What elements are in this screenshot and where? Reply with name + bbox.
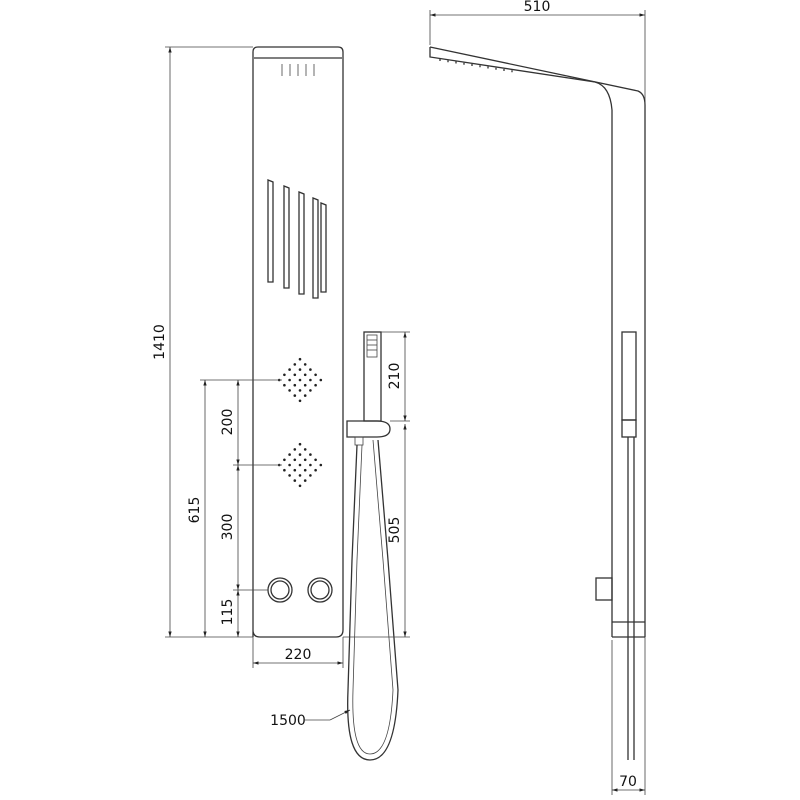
dim-510: 510 bbox=[524, 0, 551, 15]
nozzle-dot bbox=[303, 373, 307, 377]
rain-head-nozzles bbox=[281, 64, 315, 76]
nozzle-dot bbox=[319, 463, 323, 467]
nozzle-dot bbox=[303, 383, 307, 387]
nozzle-dot bbox=[288, 463, 291, 467]
nozzle-dot bbox=[293, 394, 297, 397]
nozzle-dot bbox=[303, 479, 307, 482]
dim-300: 300 bbox=[220, 514, 236, 541]
nozzle-dot bbox=[314, 468, 317, 472]
diverter-knob[interactable] bbox=[307, 577, 333, 603]
dim-505: 505 bbox=[387, 517, 403, 544]
dim-210: 210 bbox=[387, 363, 403, 390]
nozzle-dot bbox=[293, 383, 297, 387]
nozzle-dot bbox=[314, 373, 317, 377]
nozzle-dot bbox=[293, 479, 297, 482]
nozzle-dot bbox=[314, 458, 317, 462]
nozzle-dot bbox=[298, 389, 302, 392]
nozzle-dot bbox=[283, 458, 286, 462]
nozzle-dot bbox=[298, 368, 302, 371]
nozzle-dot bbox=[293, 373, 297, 377]
nozzle-dot bbox=[288, 389, 291, 392]
nozzle-dot bbox=[288, 474, 291, 477]
nozzle-dot bbox=[298, 399, 302, 403]
nozzle-dot bbox=[303, 448, 307, 451]
nozzle-dot bbox=[298, 484, 302, 488]
nozzle-dot bbox=[303, 468, 307, 472]
nozzle-dot bbox=[303, 394, 307, 397]
hand-shower-holder bbox=[346, 420, 391, 438]
nozzle-dot bbox=[293, 458, 297, 462]
nozzle-dot bbox=[283, 383, 286, 387]
nozzle-dot bbox=[298, 474, 302, 477]
dim-220: 220 bbox=[285, 647, 312, 663]
nozzle-dot bbox=[298, 453, 302, 456]
nozzle-dot bbox=[309, 378, 312, 382]
dim-1410: 1410 bbox=[152, 324, 168, 360]
dim-115: 115 bbox=[220, 599, 236, 626]
hand-shower-side bbox=[621, 331, 637, 421]
dim-1500: 1500 bbox=[270, 713, 306, 729]
nozzle-dot bbox=[309, 463, 312, 467]
nozzle-dot bbox=[309, 453, 312, 456]
nozzle-dot bbox=[283, 468, 286, 472]
dim-70: 70 bbox=[619, 774, 637, 790]
front-panel bbox=[252, 46, 344, 638]
nozzle-dot bbox=[309, 368, 312, 371]
nozzle-dot bbox=[298, 463, 302, 467]
nozzle-dot bbox=[293, 468, 297, 472]
nozzle-dot bbox=[303, 458, 307, 462]
nozzle-dot bbox=[303, 363, 307, 366]
knob-side bbox=[595, 577, 613, 601]
nozzle-dot bbox=[298, 442, 302, 446]
dim-615: 615 bbox=[187, 497, 203, 524]
nozzle-dot bbox=[314, 383, 317, 387]
hand-shower bbox=[346, 331, 399, 761]
body-jet-slots bbox=[267, 179, 327, 299]
nozzle-dot bbox=[293, 448, 297, 451]
nozzle-dot bbox=[298, 378, 302, 382]
diamond-jet-lower bbox=[277, 442, 323, 488]
nozzle-dot bbox=[293, 363, 297, 366]
nozzle-dot bbox=[288, 378, 291, 382]
nozzle-dot bbox=[288, 368, 291, 371]
nozzle-dot bbox=[298, 357, 302, 361]
side-view bbox=[429, 10, 646, 795]
diamond-jet-upper bbox=[277, 357, 323, 403]
nozzle-dot bbox=[283, 373, 286, 377]
dimension-labels: 510 1410 615 200 300 115 210 505 220 150… bbox=[152, 0, 637, 790]
dim-200: 200 bbox=[220, 409, 236, 436]
nozzle-dot bbox=[319, 378, 323, 382]
nozzle-dot bbox=[309, 474, 312, 477]
nozzle-dot bbox=[288, 453, 291, 456]
dimension-lines bbox=[165, 10, 645, 795]
nozzle-dot bbox=[309, 389, 312, 392]
